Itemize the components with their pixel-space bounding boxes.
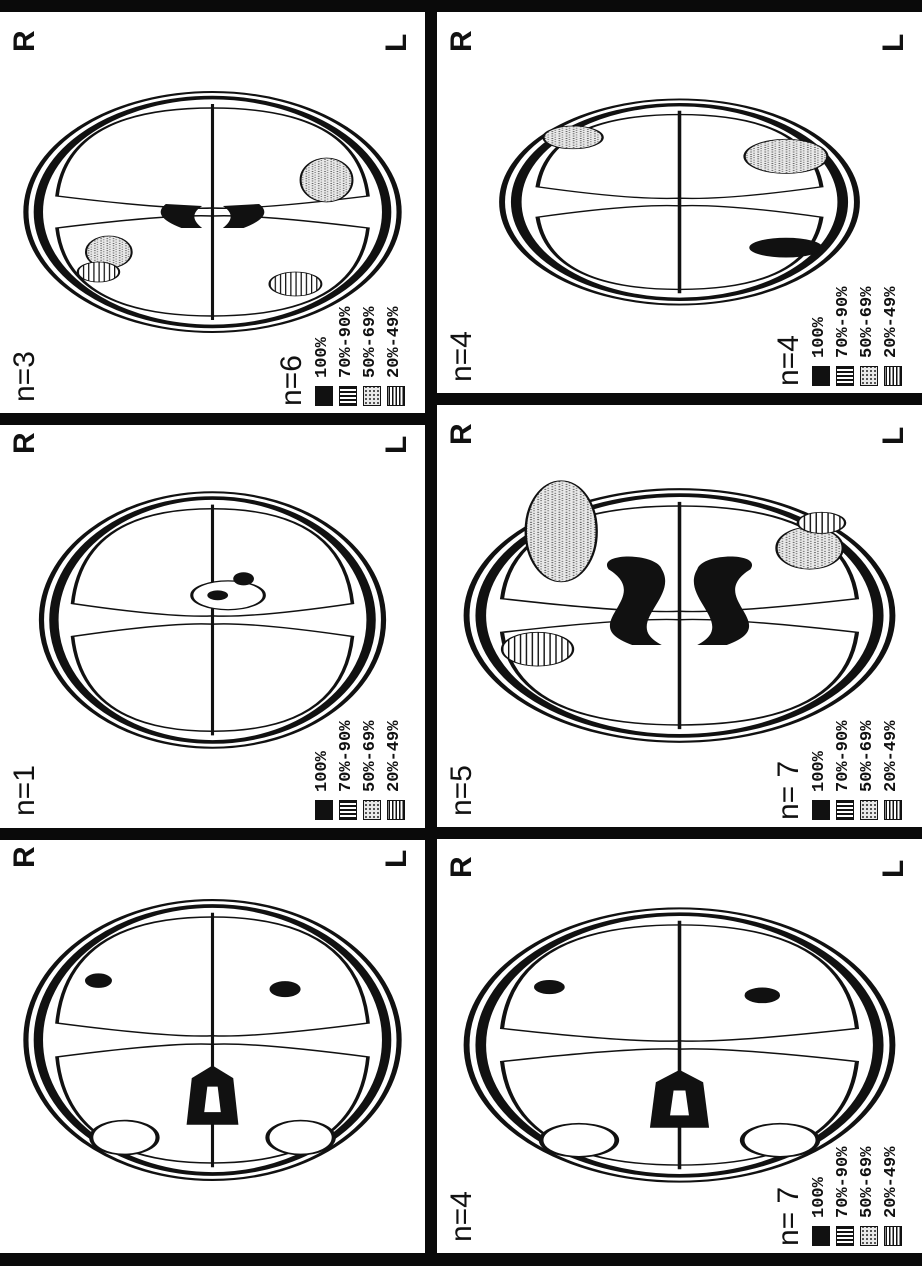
- legend-swatch: [836, 1226, 854, 1246]
- legend-item: 100%: [810, 1066, 832, 1246]
- left-side-label: L: [380, 850, 414, 868]
- legend-text: 70%-90%: [337, 307, 356, 378]
- left-side-label: L: [877, 860, 911, 878]
- skull-outline: [26, 900, 399, 1180]
- legend-text: 20%-49%: [882, 1147, 901, 1218]
- legend-swatch: [836, 366, 854, 386]
- left-side-label: L: [380, 436, 414, 454]
- right-side-label: R: [445, 856, 479, 878]
- legend-swatch: [836, 800, 854, 820]
- right-side-label: R: [445, 423, 479, 445]
- legend-swatch: [387, 800, 405, 820]
- n-count-label: n=1: [8, 765, 42, 816]
- legend-text: 70%-90%: [834, 721, 853, 792]
- legend-swatch: [884, 1226, 902, 1246]
- legend-item: 100%: [810, 640, 832, 820]
- legend-item: 20%-49%: [882, 206, 904, 386]
- legend-text: 20%-49%: [882, 287, 901, 358]
- legend-text: 100%: [810, 1177, 829, 1218]
- percent-legend: n=6100% 70%-90% 50%-69% 20%-49%: [275, 226, 435, 406]
- legend-swatch: [860, 800, 878, 820]
- legend-swatch: [315, 386, 333, 406]
- legend-text: 70%-90%: [834, 287, 853, 358]
- right-side-label: R: [8, 432, 42, 454]
- legend-text: 50%-69%: [361, 721, 380, 792]
- legend-text: 100%: [810, 751, 829, 792]
- percent-legend: 100% 70%-90% 50%-69% 20%-49%: [275, 640, 435, 820]
- legend-swatch: [363, 386, 381, 406]
- legend-item: 70%-90%: [834, 640, 856, 820]
- legend-item: 70%-90%: [337, 640, 359, 820]
- left-side-label: L: [877, 34, 911, 52]
- n-count-label: n=5: [445, 765, 479, 816]
- legend-swatch: [812, 366, 830, 386]
- right-divider-upper: [437, 393, 922, 405]
- legend-item: 70%-90%: [337, 226, 359, 406]
- legend-text: 20%-49%: [385, 307, 404, 378]
- right-side-label: R: [8, 30, 42, 52]
- legend-n-count: n=6: [275, 355, 309, 406]
- legend-swatch: [387, 386, 405, 406]
- legend-item: 50%-69%: [858, 1066, 880, 1246]
- legend-swatch: [363, 800, 381, 820]
- left-side-label: L: [877, 427, 911, 445]
- legend-text: 100%: [313, 751, 332, 792]
- legend-item: 50%-69%: [361, 226, 383, 406]
- left-side-label: L: [380, 34, 414, 52]
- legend-text: 50%-69%: [361, 307, 380, 378]
- legend-item: 20%-49%: [385, 640, 407, 820]
- legend-text: 100%: [313, 337, 332, 378]
- legend-n-count: n=4: [772, 335, 806, 386]
- legend-text: 50%-69%: [858, 287, 877, 358]
- legend-item: 70%-90%: [834, 1066, 856, 1246]
- legend-text: 20%-49%: [385, 721, 404, 792]
- bottom-middle-panel: L Rn=1 100% 70%-90% 50%-69% 20%-49%: [0, 414, 425, 826]
- legend-swatch: [812, 1226, 830, 1246]
- right-side-label: R: [445, 30, 479, 52]
- legend-swatch: [812, 800, 830, 820]
- legend-item: 50%-69%: [361, 640, 383, 820]
- legend-swatch: [339, 386, 357, 406]
- legend-swatch: [315, 800, 333, 820]
- n-count-label: n=4: [445, 331, 479, 382]
- legend-n-count: n= 7: [772, 1187, 806, 1246]
- legend-swatch: [339, 800, 357, 820]
- legend-text: 50%-69%: [858, 1147, 877, 1218]
- legend-swatch: [884, 366, 902, 386]
- legend-item: 100%: [313, 226, 335, 406]
- legend-text: 70%-90%: [337, 721, 356, 792]
- legend-swatch: [860, 1226, 878, 1246]
- legend-swatch: [860, 366, 878, 386]
- legend-text: 100%: [810, 317, 829, 358]
- legend-item: 20%-49%: [882, 640, 904, 820]
- legend-item: 50%-69%: [858, 206, 880, 386]
- legend-swatch: [884, 800, 902, 820]
- center-divider: [425, 0, 437, 1266]
- bottom-border: [0, 1253, 922, 1266]
- legend-item: 70%-90%: [834, 206, 856, 386]
- legend-item: 100%: [810, 206, 832, 386]
- legend-item: 20%-49%: [882, 1066, 904, 1246]
- brain-slice-drawing: [0, 828, 425, 1252]
- legend-item: 100%: [313, 640, 335, 820]
- right-side-label: R: [8, 846, 42, 868]
- legend-text: 70%-90%: [834, 1147, 853, 1218]
- n-count-label: n=3: [8, 351, 42, 402]
- top-border: [0, 0, 922, 12]
- legend-item: 50%-69%: [858, 640, 880, 820]
- legend-text: 20%-49%: [882, 721, 901, 792]
- top-left-panel: L Rn=4 n= 7100% 70%-90% 50%-69% 20%-49%: [437, 838, 922, 1252]
- n-count-label: n=4: [445, 1191, 479, 1242]
- legend-n-count: n= 7: [772, 761, 806, 820]
- legend-text: 50%-69%: [858, 721, 877, 792]
- legend-item: 20%-49%: [385, 226, 407, 406]
